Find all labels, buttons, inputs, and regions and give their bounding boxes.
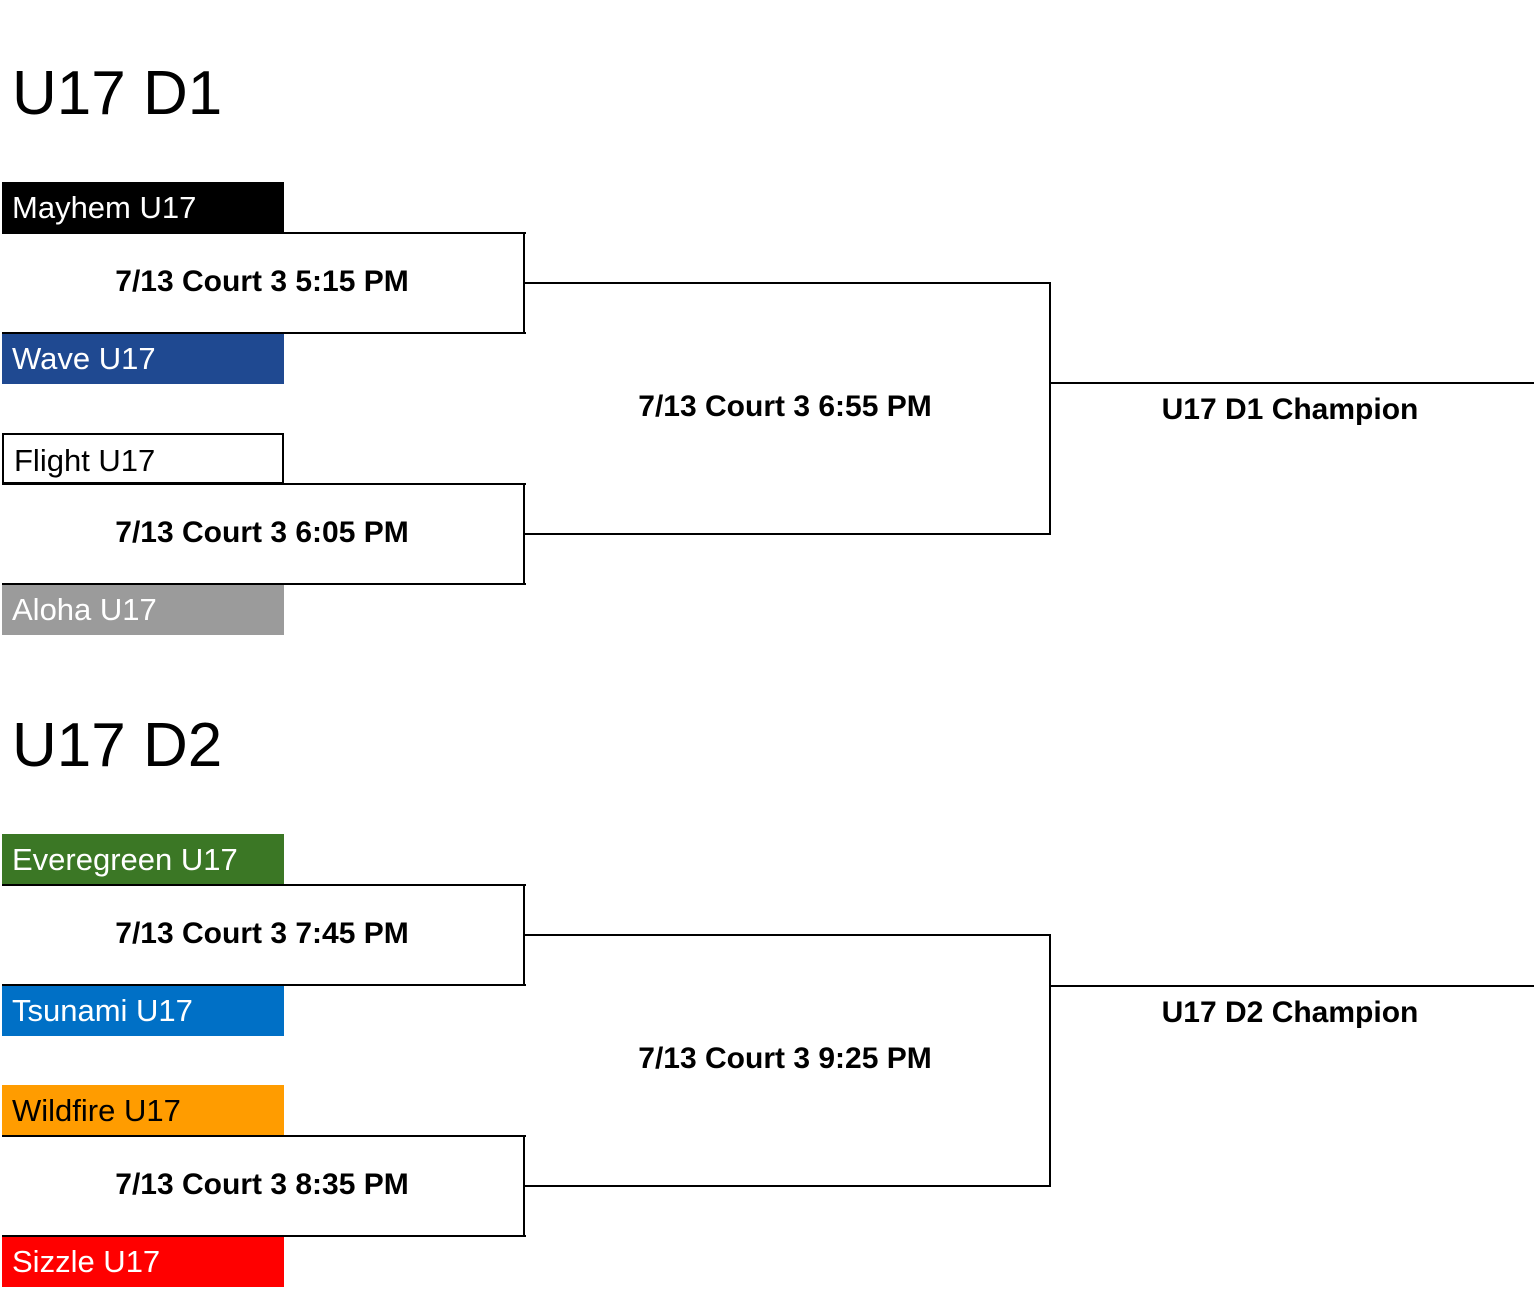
semi1-bottom-line [2, 984, 526, 986]
semi2-match-label: 7/13 Court 3 8:35 PM [115, 1168, 409, 1201]
final-right-line [1049, 282, 1051, 535]
semi2-top-line [2, 1135, 526, 1137]
final-top-line [525, 282, 1051, 284]
semi2-match-label: 7/13 Court 3 6:05 PM [115, 516, 409, 549]
semi1-match-label: 7/13 Court 3 5:15 PM [115, 265, 409, 298]
bracket-u17-d2: U17 D2 Everegreen U17 Tsunami U17 Wildfi… [0, 652, 1536, 1292]
champion-line [1049, 985, 1534, 987]
team-slot-2: Tsunami U17 [2, 985, 284, 1036]
final-bottom-line [525, 533, 1051, 535]
team-slot-1: Mayhem U17 [2, 182, 284, 233]
semi2-right-line [523, 483, 525, 585]
semi2-top-line [2, 483, 526, 485]
bracket-title: U17 D2 [12, 711, 223, 780]
semi1-right-line [523, 884, 525, 986]
champion-label: U17 D2 Champion [1161, 996, 1419, 1029]
team-slot-1: Everegreen U17 [2, 834, 284, 885]
bracket-u17-d1: U17 D1 Mayhem U17 Wave U17 Flight U17 Al… [0, 0, 1536, 640]
semi1-top-line [2, 884, 526, 886]
final-bottom-line [525, 1185, 1051, 1187]
final-match-label: 7/13 Court 3 6:55 PM [638, 390, 932, 423]
team-slot-2: Wave U17 [2, 333, 284, 384]
semi1-match-label: 7/13 Court 3 7:45 PM [115, 917, 409, 950]
semi2-bottom-line [2, 1235, 526, 1237]
team-slot-4: Aloha U17 [2, 584, 284, 635]
team-slot-3: Wildfire U17 [2, 1085, 284, 1136]
semi2-right-line [523, 1135, 525, 1237]
team-slot-4: Sizzle U17 [2, 1236, 284, 1287]
semi2-bottom-line [2, 583, 526, 585]
semi1-right-line [523, 232, 525, 334]
semi1-top-line [2, 232, 526, 234]
final-top-line [525, 934, 1051, 936]
final-match-label: 7/13 Court 3 9:25 PM [638, 1042, 932, 1075]
bracket-title: U17 D1 [12, 59, 223, 128]
semi1-bottom-line [2, 332, 526, 334]
champion-label: U17 D1 Champion [1161, 393, 1419, 426]
team-slot-3: Flight U17 [2, 433, 284, 484]
final-right-line [1049, 934, 1051, 1187]
champion-line [1049, 382, 1534, 384]
